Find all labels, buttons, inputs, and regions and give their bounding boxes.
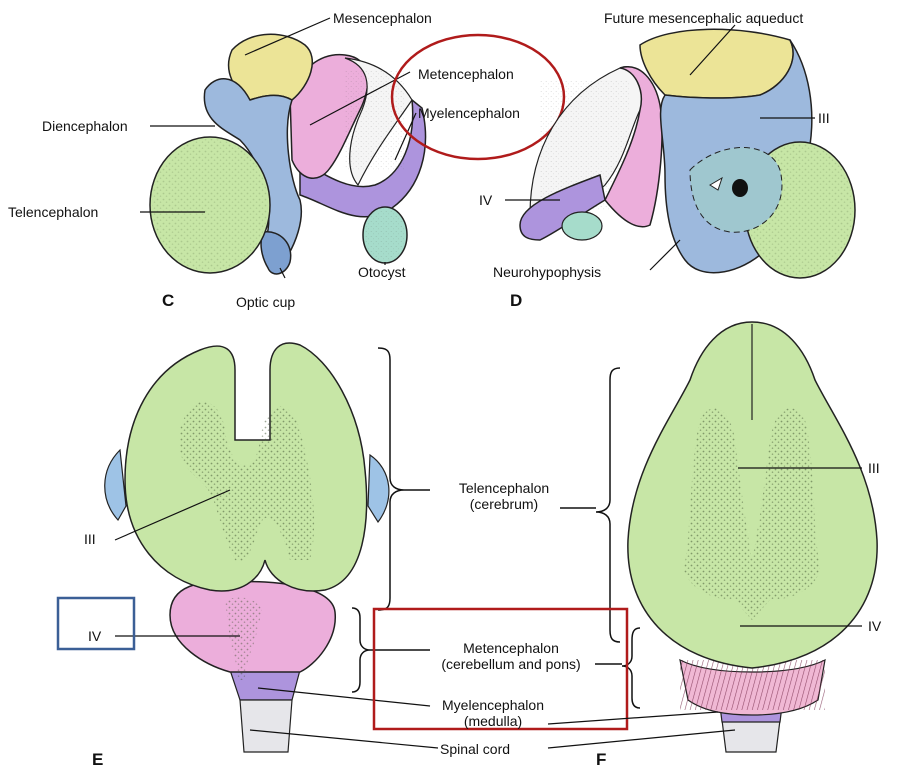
- label-cerebrum: (cerebrum): [434, 496, 574, 512]
- panel-letter-c: C: [162, 291, 174, 311]
- label-neurohypophysis: Neurohypophysis: [493, 264, 601, 280]
- label-d-third-ventricle: III: [818, 110, 830, 126]
- label-cerebellum-pons: (cerebellum and pons): [426, 656, 596, 672]
- panel-letter-d: D: [510, 291, 522, 311]
- label-f-third-ventricle: III: [868, 460, 880, 476]
- e-spinal-cord-shape: [240, 700, 292, 752]
- label-medulla: (medulla): [428, 713, 558, 729]
- label-telencephalon-name: Telencephalon: [434, 480, 574, 496]
- label-myelencephalon-name: Myelencephalon: [428, 697, 558, 713]
- label-telencephalon: Telencephalon: [8, 204, 98, 220]
- label-otocyst: Otocyst: [358, 264, 405, 280]
- panel-letter-e: E: [92, 750, 103, 770]
- d-mesencephalon-shape: [640, 29, 793, 98]
- label-metencephalon: Metencephalon: [418, 66, 514, 82]
- label-f-fourth-ventricle: IV: [868, 618, 881, 634]
- label-mesencephalon: Mesencephalon: [333, 10, 432, 26]
- label-telencephalon-group: Telencephalon (cerebrum): [434, 480, 574, 512]
- label-diencephalon: Diencephalon: [42, 118, 128, 134]
- label-future-mesencephalic-aqueduct: Future mesencephalic aqueduct: [604, 10, 803, 26]
- panel-letter-f: F: [596, 750, 606, 770]
- panel-c-artwork: [140, 18, 425, 278]
- f-spinal-cord-shape: [722, 720, 780, 752]
- label-myelencephalon: Myelencephalon: [418, 105, 520, 121]
- label-d-fourth-ventricle: IV: [479, 192, 492, 208]
- label-spinal-cord: Spinal cord: [440, 741, 510, 757]
- panel-f-artwork: [548, 322, 877, 752]
- label-optic-cup: Optic cup: [236, 294, 295, 310]
- label-e-third-ventricle: III: [84, 531, 96, 547]
- label-e-fourth-ventricle: IV: [88, 628, 101, 644]
- label-metencephalon-group: Metencephalon (cerebellum and pons): [426, 640, 596, 672]
- panel-e-artwork: [105, 343, 438, 752]
- panel-d-artwork: [505, 25, 855, 278]
- red-ellipse-highlight: [392, 35, 564, 159]
- label-metencephalon-name: Metencephalon: [426, 640, 596, 656]
- label-myelencephalon-group: Myelencephalon (medulla): [428, 697, 558, 729]
- d-otocyst-shape: [562, 212, 602, 240]
